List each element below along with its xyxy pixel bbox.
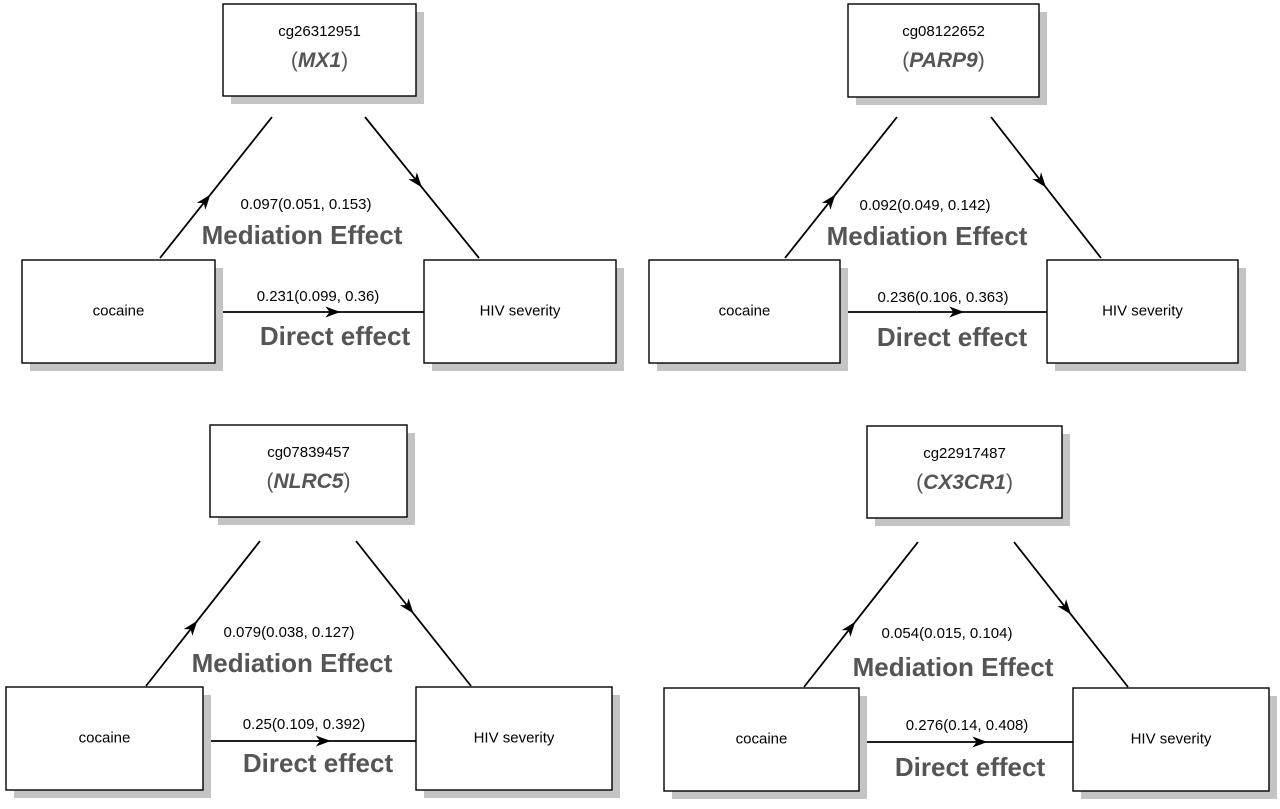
mediator-box — [209, 424, 408, 518]
exposure-box — [663, 687, 860, 792]
path-b-arrow-icon — [399, 598, 414, 614]
exposure-label: cocaine — [736, 730, 788, 747]
mediator-gene-label: (CX3CR1) — [916, 471, 1013, 494]
direct-effect-ci: 0.25(0.109, 0.392) — [243, 716, 366, 733]
gene-name: CX3CR1 — [923, 471, 1006, 494]
mediator-box — [222, 3, 417, 97]
direct-path-arrow-icon — [325, 306, 341, 318]
path-a-arrow-icon — [821, 194, 836, 210]
path-a-arrow-icon — [196, 194, 211, 210]
mediator-probe-label: cg07839457 — [267, 444, 350, 461]
mediator-gene-label: (PARP9) — [902, 49, 984, 72]
outcome-box — [1072, 687, 1270, 792]
mediation-panel-bottom-left: cg07839457 (NLRC5) cocaine HIV severity 0.07… — [5, 424, 620, 798]
outcome-label: HIV severity — [480, 302, 561, 319]
mediation-effect-ci: 0.097(0.051, 0.153) — [241, 196, 372, 213]
exposure-box — [5, 686, 204, 791]
outcome-box — [423, 259, 617, 364]
mediation-effect-label: Mediation Effect — [202, 220, 403, 250]
direct-effect-label: Direct effect — [895, 752, 1046, 782]
direct-path-arrow-icon — [949, 306, 965, 318]
direct-effect-label: Direct effect — [243, 748, 394, 778]
direct-path-arrow-icon — [972, 736, 988, 748]
exposure-box — [21, 259, 216, 364]
mediation-effect-label: Mediation Effect — [853, 652, 1054, 682]
mediation-panel-bottom-right: cg22917487 (CX3CR1) cocaine HIV severity 0.0… — [663, 425, 1277, 799]
mediation-effect-label: Mediation Effect — [192, 648, 393, 678]
exposure-label: cocaine — [719, 302, 771, 319]
direct-effect-label: Direct effect — [260, 321, 411, 351]
mediator-probe-label: cg22917487 — [923, 445, 1006, 462]
mediator-probe-label: cg08122652 — [902, 23, 985, 40]
mediator-box — [847, 3, 1040, 98]
mediation-effect-label: Mediation Effect — [827, 221, 1028, 251]
direct-effect-ci: 0.276(0.14, 0.408) — [906, 717, 1029, 734]
path-a-edge — [159, 116, 273, 259]
mediator-probe-label: cg26312951 — [278, 23, 361, 40]
outcome-label: HIV severity — [1131, 730, 1212, 747]
path-a-arrow-icon — [183, 620, 198, 636]
direct-effect-label: Direct effect — [877, 322, 1028, 352]
mediator-gene-label: (NLRC5) — [266, 470, 350, 493]
mediation-panel-top-right: cg08122652 (PARP9) cocaine HIV severity 0.09… — [648, 3, 1246, 371]
path-b-arrow-icon — [1032, 172, 1046, 188]
path-a-edge — [784, 116, 898, 259]
mediator-box — [866, 425, 1063, 519]
outcome-box — [415, 686, 613, 791]
path-a-arrow-icon — [841, 621, 856, 637]
path-b-arrow-icon — [408, 172, 422, 188]
gene-name: PARP9 — [909, 49, 978, 72]
path-b-arrow-icon — [1057, 599, 1071, 615]
direct-effect-ci: 0.231(0.099, 0.36) — [257, 288, 380, 305]
mediation-effect-ci: 0.079(0.038, 0.127) — [224, 624, 355, 641]
mediation-panel-top-left: cg26312951 (MX1) cocaine HIV severity 0.097(… — [21, 3, 624, 371]
gene-name: NLRC5 — [273, 470, 343, 493]
gene-name: MX1 — [298, 49, 341, 72]
outcome-label: HIV severity — [1102, 302, 1183, 319]
path-a-edge — [145, 540, 261, 687]
mediation-effect-ci: 0.092(0.049, 0.142) — [860, 197, 991, 214]
direct-effect-ci: 0.236(0.106, 0.363) — [878, 289, 1009, 306]
mediation-effect-ci: 0.054(0.015, 0.104) — [882, 625, 1013, 642]
exposure-label: cocaine — [93, 302, 145, 319]
outcome-box — [1046, 259, 1239, 364]
exposure-label: cocaine — [79, 729, 131, 746]
path-a-edge — [803, 541, 919, 688]
outcome-label: HIV severity — [474, 729, 555, 746]
direct-path-arrow-icon — [315, 735, 331, 747]
exposure-box — [648, 259, 841, 364]
mediator-gene-label: (MX1) — [291, 49, 348, 72]
